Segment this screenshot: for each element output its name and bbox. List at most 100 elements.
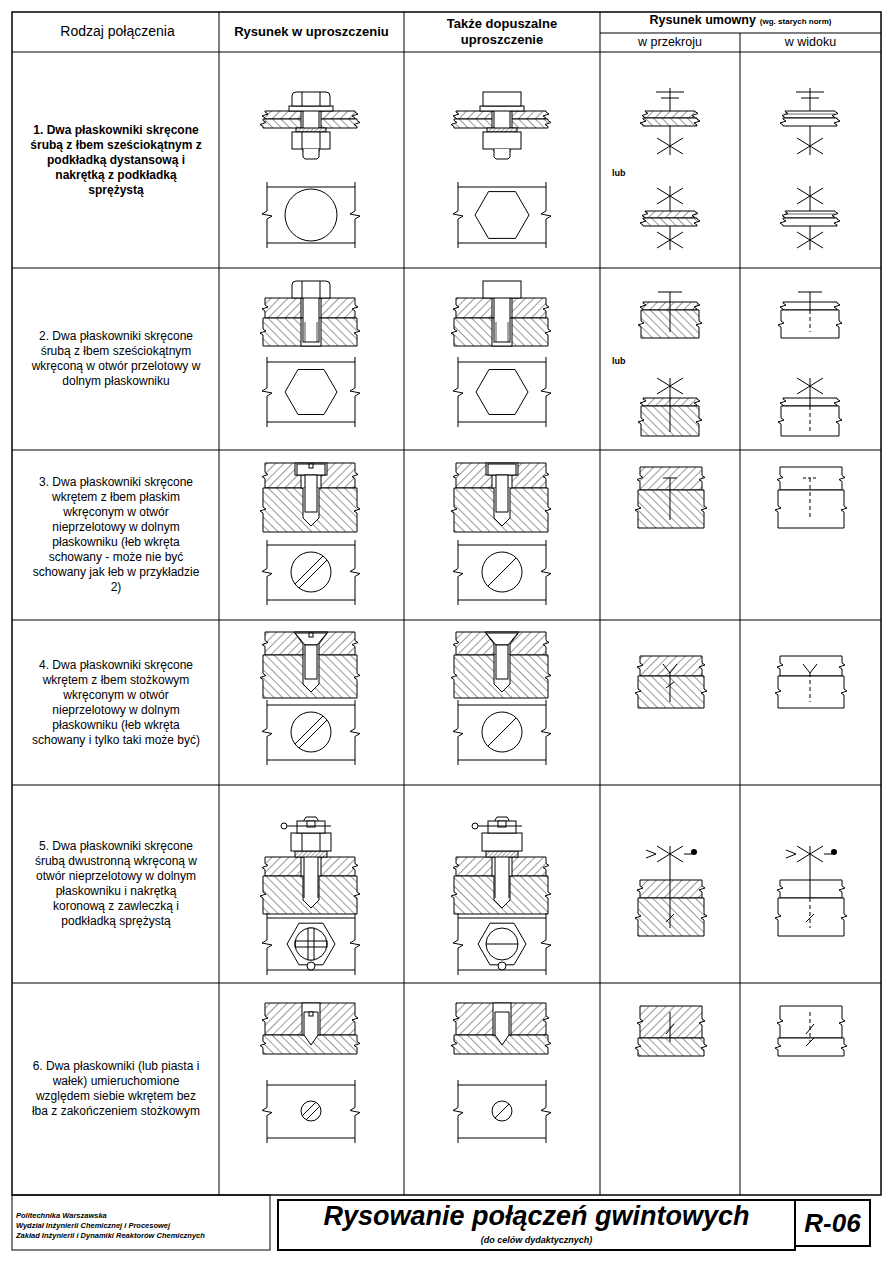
screw-shank: [305, 645, 317, 679]
break-line: [262, 700, 272, 765]
hex-outline: [285, 370, 337, 415]
footer-box: [12, 1195, 270, 1250]
break-line: [350, 700, 360, 765]
row-description: 6. Dwa płaskowniki (lub piasta i wałek) …: [30, 1059, 202, 1119]
break-line: [453, 1080, 463, 1143]
counterbore: [486, 463, 518, 475]
table-rule: [219, 12, 220, 1195]
nut-symbol: [657, 138, 683, 154]
axis-line: [670, 1012, 671, 1042]
countersunk-symbol: [803, 664, 810, 673]
break-line: [453, 913, 463, 975]
cotter-pin-eye: [472, 823, 478, 829]
thread-line: [508, 322, 509, 342]
alternative-note: lub: [612, 168, 626, 179]
table-rule: [12, 268, 881, 269]
hex-nut: [483, 132, 521, 149]
nut-symbol: [797, 232, 823, 248]
flat-bar-section: [640, 218, 700, 226]
screw-head: [486, 633, 518, 645]
bolt-head-symbol: [796, 92, 824, 93]
nut-symbol: [797, 138, 823, 154]
castle-slot-view: [295, 941, 327, 947]
cotter-pin: [478, 826, 522, 827]
title-box: [278, 1200, 795, 1250]
row-description: 5. Dwa płaskowniki skręcone śrubą dwustr…: [30, 839, 202, 929]
countersunk-symbol: [670, 664, 677, 673]
flat-bar-view: [458, 1138, 546, 1139]
set-screw-view: [301, 1101, 321, 1121]
castle-crown-view: [486, 928, 518, 960]
screw-slot: [488, 718, 516, 746]
column-subheader: w widoku: [740, 35, 881, 51]
bolt-head-symbol: [661, 98, 679, 99]
cotter-pin-eye: [281, 823, 287, 829]
flat-bar-view: [458, 422, 546, 423]
flat-bar-section: [775, 898, 847, 936]
column-header: Rysunek w uproszczeniu: [224, 24, 399, 40]
flat-bar-view: [458, 760, 546, 761]
flat-bar-view: [267, 1085, 355, 1086]
nut-symbol: [797, 188, 823, 204]
flat-bar-view: [458, 362, 546, 363]
screw-shank: [496, 645, 508, 679]
flat-bar-section: [775, 1038, 847, 1056]
flat-bar-section: [778, 406, 842, 436]
flat-bar-section: [635, 898, 707, 936]
table-rule: [404, 12, 405, 1195]
flat-bar-section: [638, 406, 702, 436]
hex-outline: [476, 370, 528, 415]
spacer-washer: [480, 106, 524, 111]
screw-shank: [496, 475, 508, 512]
bolt-head: [292, 281, 330, 298]
nut-symbol: [657, 232, 683, 248]
flat-bar-section: [777, 467, 845, 490]
column-header-note: (wg. starych norm): [760, 17, 832, 27]
screw-head: [297, 464, 325, 475]
axis-line: [810, 846, 811, 898]
nut-symbol: [657, 138, 683, 154]
flat-bar-section: [775, 676, 847, 708]
flat-bar-section: [635, 490, 707, 528]
table-rule: [12, 52, 881, 53]
bolt-head: [292, 92, 330, 106]
flat-bar-view: [267, 362, 355, 363]
break-line: [350, 182, 360, 248]
flat-bar-view: [267, 760, 355, 761]
flat-bar-section: [775, 490, 847, 528]
cotter-pin-symbol: [684, 854, 692, 855]
countersunk-symbol: [810, 664, 817, 673]
break-line: [262, 540, 272, 605]
screw-slot: [309, 1012, 313, 1016]
nut-edge: [320, 132, 321, 149]
flat-bar-section: [777, 1006, 845, 1038]
axis-line: [670, 292, 671, 310]
spring-washer: [487, 128, 517, 132]
axis-line: [810, 406, 811, 432]
axis-line: [810, 898, 811, 928]
hex-outline: [478, 923, 526, 965]
nut-edge: [302, 833, 303, 851]
bar-edge: [785, 114, 835, 115]
alternative-note: lub: [612, 356, 626, 367]
spring-washer: [486, 851, 518, 857]
sheet-caption: (do celów dydaktycznych): [280, 1236, 793, 1246]
break-line: [350, 540, 360, 605]
set-screw: [304, 1012, 318, 1045]
header-group: Rysunek umowny(wg. starych norm): [600, 13, 881, 33]
flat-bar-view: [458, 600, 546, 601]
flat-bar-view: [458, 243, 546, 244]
column-header: Także dopuszalne uproszczenie: [409, 16, 595, 47]
thread-mark: [806, 914, 814, 922]
flat-bar-view: [458, 705, 546, 706]
flat-bar-section: [638, 310, 702, 338]
table-rule: [740, 33, 741, 1195]
flat-bar-view: [267, 545, 355, 546]
thread-mark: [666, 1024, 674, 1034]
row-description: 4. Dwa płaskowniki skręcone wkrętem z łb…: [30, 658, 202, 748]
axis-line: [810, 310, 811, 332]
screw-slot: [309, 464, 313, 468]
screw-slot: [302, 1102, 316, 1116]
column-subheader: w przekroju: [600, 35, 740, 51]
counterbore: [295, 463, 327, 475]
